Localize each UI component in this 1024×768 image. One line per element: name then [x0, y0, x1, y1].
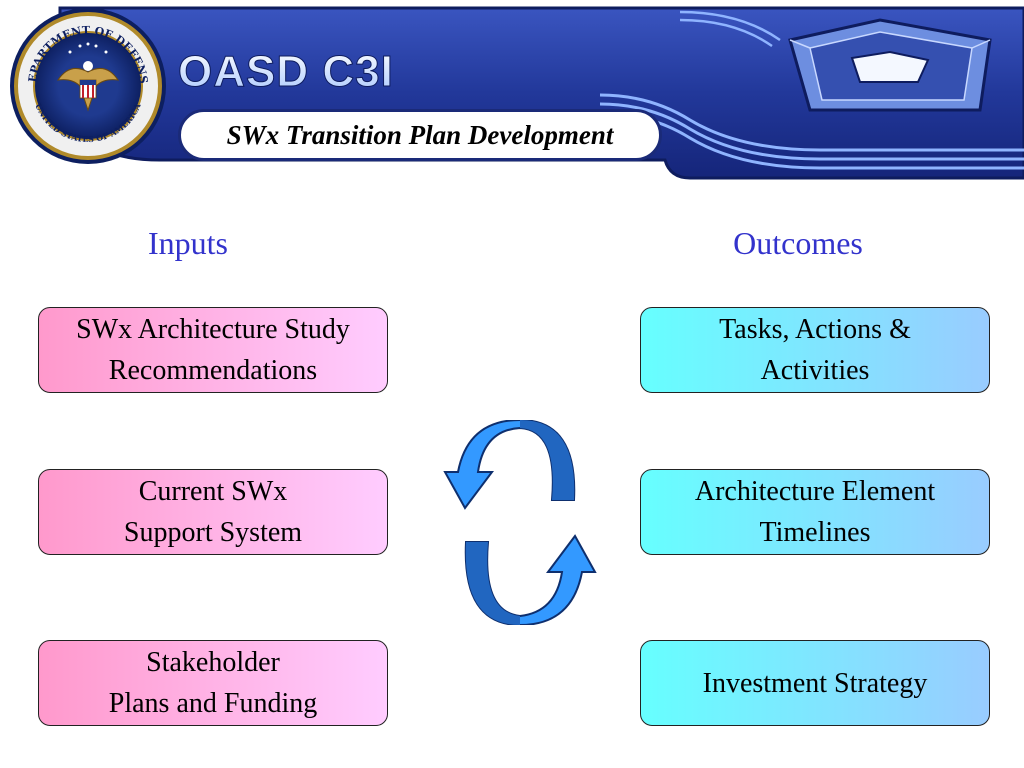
org-logo: OASD C3I — [178, 47, 394, 97]
cycle-arrows-icon — [443, 420, 597, 625]
input-box-current-support-system: Current SWx Support System — [38, 469, 388, 555]
dod-seal-icon: DEPARTMENT OF DEFENSE UNITED STATES OF A… — [0, 0, 166, 164]
page-title: SWx Transition Plan Development — [178, 109, 662, 161]
pentagon-icon — [788, 18, 992, 112]
outcome-box-investment-strategy: Investment Strategy — [640, 640, 990, 726]
inputs-heading: Inputs — [148, 225, 228, 261]
input-box-stakeholder-plans: Stakeholder Plans and Funding — [38, 640, 388, 726]
outcomes-heading: Outcomes — [733, 225, 863, 261]
outcome-box-architecture-timelines: Architecture Element Timelines — [640, 469, 990, 555]
input-box-architecture-study: SWx Architecture Study Recommendations — [38, 307, 388, 393]
svg-text:OASD C3I: OASD C3I — [178, 47, 394, 96]
outcome-box-tasks-actions: Tasks, Actions & Activities — [640, 307, 990, 393]
